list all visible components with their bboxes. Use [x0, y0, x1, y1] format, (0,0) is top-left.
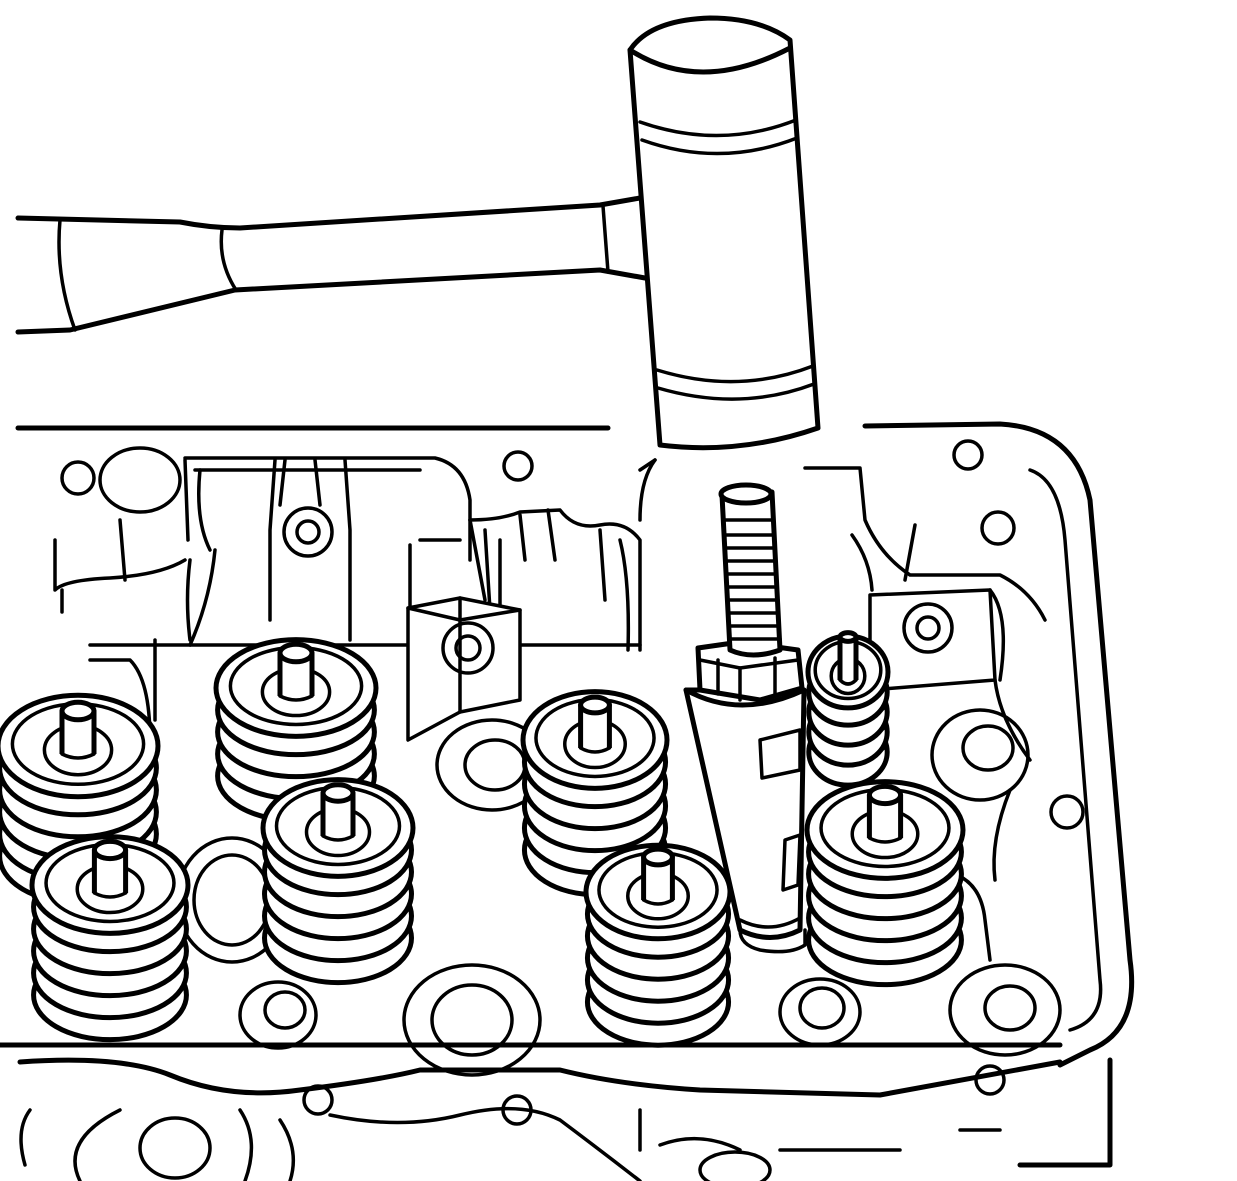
valve-stem-base — [578, 746, 612, 754]
valve-stem-tip — [59, 699, 97, 723]
mallet — [15, 15, 821, 451]
valve-stem-base — [92, 891, 128, 899]
valve-stem-base — [867, 836, 903, 844]
valve-stem-tip — [866, 783, 904, 807]
valve-stem-base — [641, 898, 675, 906]
bolt-hole — [980, 510, 1016, 546]
bolt-hole — [1049, 794, 1085, 830]
valve-spring — [29, 834, 191, 1043]
rocker-block — [406, 596, 522, 742]
head-outline-right — [862, 421, 1135, 1068]
valve-stem-base — [278, 694, 314, 702]
valve-stem-tip — [578, 694, 612, 716]
cylinder-head — [0, 421, 1135, 1181]
seal-installer-tool — [683, 482, 807, 954]
valve-spring — [805, 630, 891, 788]
bolt-hole — [502, 450, 534, 482]
valve-spring — [583, 842, 733, 1048]
bolt-hole — [952, 439, 984, 471]
bolt-hole — [60, 460, 96, 496]
mallet-handle — [15, 195, 648, 335]
tool-sleeve — [683, 687, 807, 940]
valve-stem-tip — [837, 630, 859, 644]
valve-stem-base — [838, 678, 858, 686]
rocker-pedestal-left — [53, 456, 472, 647]
valve-stem-base — [60, 752, 96, 760]
mallet-head — [627, 15, 821, 451]
valve-springs — [0, 630, 966, 1048]
valve-stem-tip — [91, 838, 129, 862]
valve-stem-tip — [320, 782, 356, 804]
bolt-boss — [98, 446, 182, 514]
valve-spring — [260, 777, 416, 986]
valve-stem-tip — [641, 846, 675, 868]
valve-spring — [804, 779, 966, 988]
valve-stem-base — [321, 834, 355, 842]
head-mid-section — [88, 458, 657, 652]
head-inner-outline-right — [1028, 468, 1103, 1032]
valve-stem-tip — [277, 641, 315, 665]
